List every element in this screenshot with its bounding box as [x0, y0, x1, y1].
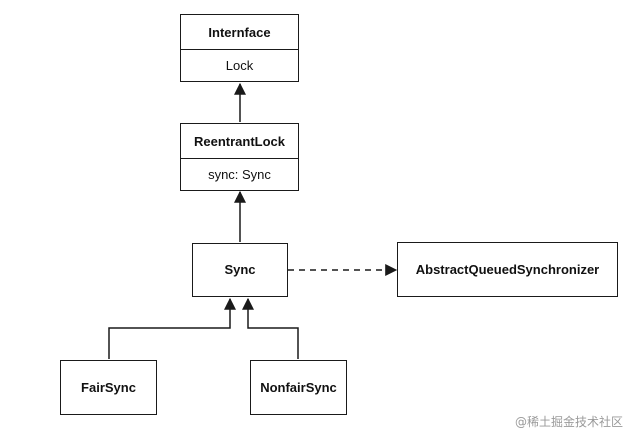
fairsync-box: FairSync [60, 360, 157, 415]
nonfairsync-box-content: NonfairSync [251, 361, 346, 414]
edge-fairsync-to-sync [108, 297, 236, 359]
interface-lock-box: Internface Lock [180, 14, 299, 82]
aqs-box: AbstractQueuedSynchronizer [397, 242, 618, 297]
interface-body: Lock [181, 49, 298, 81]
reentrantlock-title: ReentrantLock [193, 133, 286, 149]
reentrantlock-box: ReentrantLock sync: Sync [180, 123, 299, 191]
sync-box: Sync [192, 243, 288, 297]
sync-title: Sync [224, 262, 256, 277]
aqs-title: AbstractQueuedSynchronizer [415, 261, 600, 277]
nonfairsync-box: NonfairSync [250, 360, 347, 415]
interface-title: Internface [208, 24, 271, 40]
watermark-text: @稀土掘金技术社区 [514, 415, 623, 429]
reentrantlock-field: sync: Sync [181, 158, 298, 190]
edge-nonfairsync-to-sync [242, 297, 299, 359]
fairsync-title: FairSync [81, 379, 136, 395]
nonfairsync-title: NonfairSync [260, 379, 337, 395]
